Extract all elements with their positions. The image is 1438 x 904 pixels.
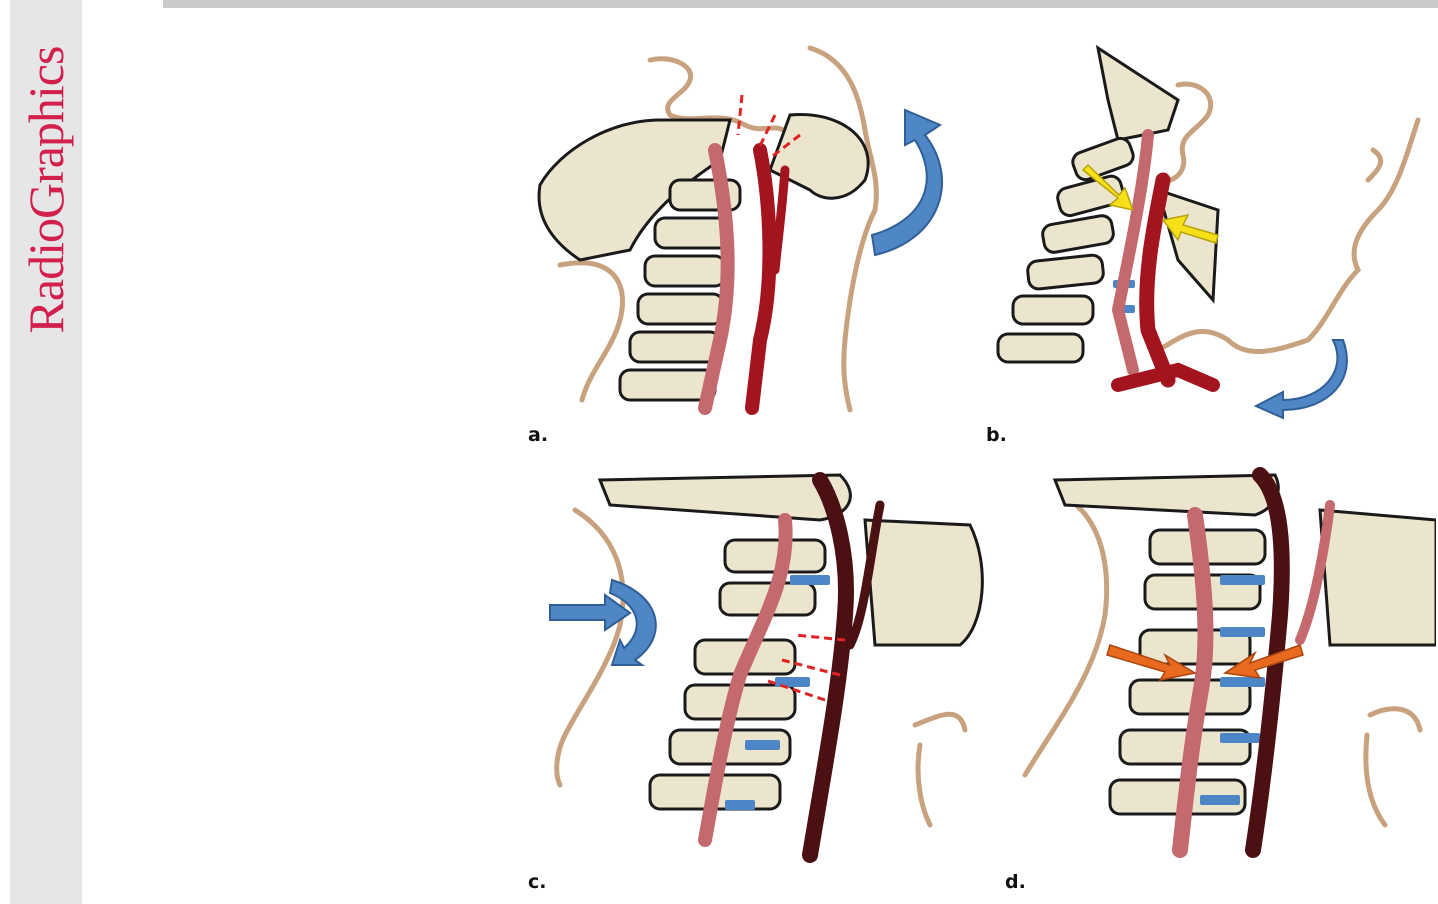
- panel-b-illustration: [996, 44, 1421, 420]
- dashed-red-arrow-icon: [764, 633, 846, 702]
- vertebral-artery: [698, 143, 790, 415]
- straight-arrow-icon: [549, 593, 632, 632]
- orange-arrow-icon: [1106, 644, 1304, 682]
- journal-name: RadioGraphics: [18, 46, 74, 334]
- yellow-arrow-icon: [1081, 163, 1219, 244]
- vertebral-artery: [698, 472, 885, 863]
- panel-d-illustration: [1022, 467, 1436, 858]
- panel-label: b.: [986, 424, 1007, 446]
- skull-base: [1052, 473, 1436, 647]
- panel-c-illustration: [549, 472, 984, 863]
- dashed-red-arrow-icon: [736, 94, 801, 160]
- journal-title: RadioGraphics: [10, 0, 82, 400]
- panel-c: c.: [520, 465, 990, 893]
- panel-label: a.: [528, 424, 549, 446]
- panel-d: d.: [995, 465, 1436, 893]
- cervical-vertebrae: [618, 178, 742, 402]
- skin-outline: [557, 45, 879, 413]
- curved-arrow-icon: [870, 108, 943, 257]
- vertebral-artery: [1172, 467, 1335, 858]
- intervertebral-discs: [725, 575, 830, 810]
- panel-label: c.: [528, 871, 547, 893]
- skull-base: [537, 112, 870, 262]
- panel-label: d.: [1005, 871, 1026, 893]
- panel-a: a.: [520, 40, 980, 446]
- skin-outline: [1155, 81, 1421, 355]
- curved-arrow-icon: [1253, 339, 1348, 420]
- intervertebral-discs: [1200, 575, 1265, 805]
- cervical-vertebrae: [996, 136, 1135, 364]
- top-rule: [163, 0, 1438, 8]
- journal-sidebar: RadioGraphics: [10, 0, 82, 904]
- cervical-vertebrae: [648, 538, 827, 811]
- skin-outline: [1022, 497, 1423, 828]
- skin-outline: [554, 507, 968, 828]
- curved-arrow-icon: [608, 578, 657, 666]
- panel-b: b.: [978, 40, 1436, 446]
- panel-a-illustration: [537, 45, 943, 415]
- skull-base: [597, 473, 984, 647]
- vertebral-artery: [1111, 129, 1220, 392]
